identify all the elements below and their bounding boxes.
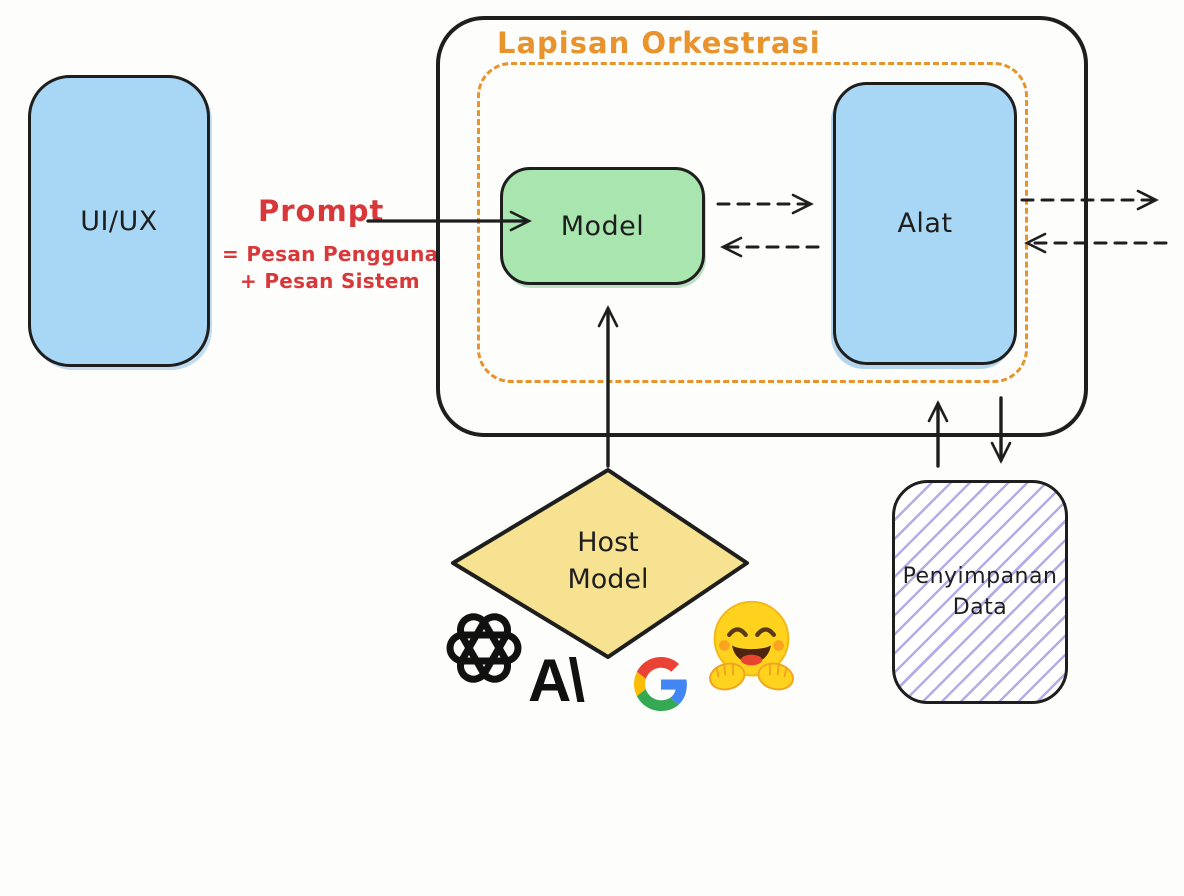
data-storage-label: Penyimpanan Data bbox=[903, 561, 1058, 623]
alat-label: Alat bbox=[897, 208, 953, 239]
host-model-label-line1: Host bbox=[577, 527, 639, 558]
prompt-system-message-label: + Pesan Sistem bbox=[240, 269, 420, 293]
orchestration-layer-title: Lapisan Orkestrasi bbox=[497, 26, 821, 60]
host-model-diamond-shape bbox=[451, 468, 749, 659]
node-data-storage: Penyimpanan Data bbox=[892, 480, 1068, 704]
hugging-face-emoji-icon bbox=[709, 600, 794, 691]
host-model-label: Host Model bbox=[508, 524, 708, 598]
openai-logo-icon bbox=[446, 613, 522, 683]
data-storage-label-line2: Data bbox=[952, 595, 1008, 620]
anthropic-logo-icon: A\ bbox=[528, 647, 585, 714]
model-label: Model bbox=[560, 210, 645, 242]
node-model: Model bbox=[500, 167, 705, 285]
uiux-label: UI/UX bbox=[80, 205, 158, 237]
google-g-icon bbox=[634, 657, 687, 711]
node-alat: Alat bbox=[833, 82, 1017, 365]
orchestration-container bbox=[436, 16, 1088, 437]
node-uiux: UI/UX bbox=[28, 75, 210, 367]
host-model-label-line2: Model bbox=[567, 564, 649, 595]
prompt-label: Prompt bbox=[258, 194, 385, 228]
prompt-user-message-label: = Pesan Pengguna bbox=[222, 242, 439, 266]
data-storage-label-line1: Penyimpanan bbox=[902, 564, 1058, 589]
node-host-model bbox=[440, 455, 775, 670]
